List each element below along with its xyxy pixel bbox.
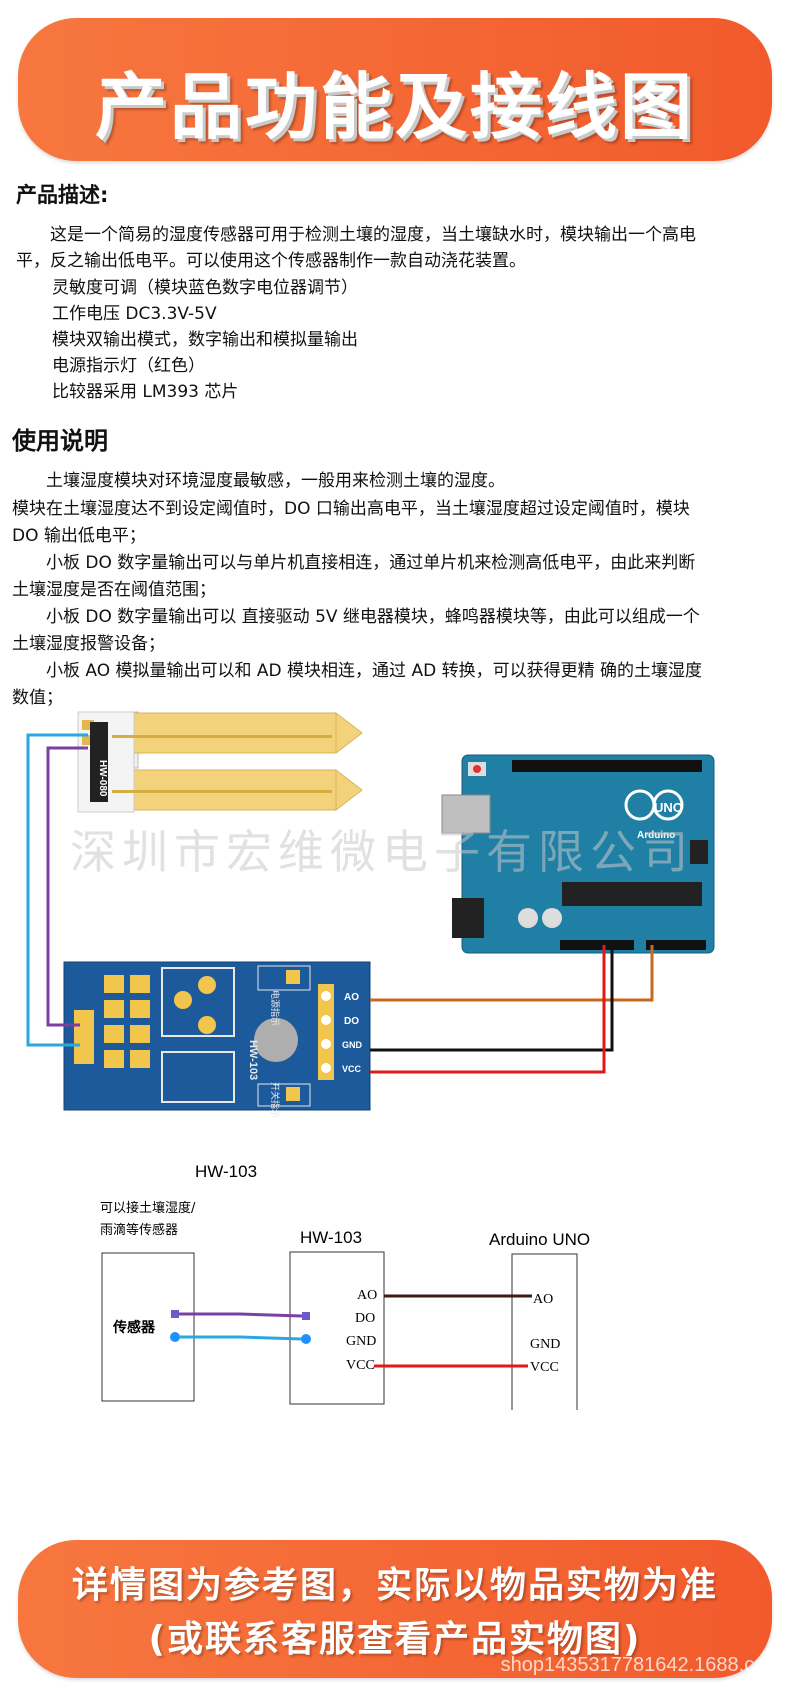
wire-ao-orange [370, 945, 654, 1002]
schematic-pin-do: DO [355, 1311, 375, 1326]
module-pin-gnd: GND [342, 1040, 363, 1050]
wiring-schematic: HW-103 可以接土壤湿度/ 雨滴等传感器 传感器 HW-103 AO DO … [100, 1162, 590, 1410]
schematic-board-pin-ao: AO [533, 1292, 553, 1307]
schematic-wire-blue [180, 1335, 303, 1341]
usage-line: 小板 DO 数字量输出可以 直接驱动 5V 继电器模块，蜂鸣器模块等，由此可以组… [46, 607, 700, 627]
usage-heading: 使用说明 [12, 426, 108, 455]
schematic-board-pin-gnd: GND [530, 1337, 560, 1352]
module-label: HW-103 [247, 1040, 259, 1080]
description-line: 电源指示灯（红色） [52, 356, 205, 376]
shop-watermark: shop1435317781642.1688.com [500, 1654, 782, 1676]
module-pin-do: DO [344, 1016, 359, 1027]
description-line: 平，反之输出低电平。可以使用这个传感器制作一款自动浇花装置。 [16, 251, 526, 271]
schematic-wire-purple [179, 1312, 303, 1318]
module-switch-text: 开关指示 [269, 1082, 281, 1118]
description-line: 这是一个简易的湿度传感器可用于检测土壤的湿度，当土壤缺水时，模块输出一个高电 [50, 225, 696, 245]
wiring-photo: HW-080 Arduino UNO [26, 711, 715, 1118]
soil-probe: HW-080 [77, 711, 363, 813]
description-line: 比较器采用 LM393 芯片 [52, 382, 239, 402]
schematic-board-title: Arduino UNO [489, 1230, 590, 1249]
usage-line: 土壤湿度是否在阈值范围； [12, 580, 216, 600]
usage-line: DO 输出低电平； [12, 526, 146, 546]
description-heading: 产品描述: [16, 183, 109, 207]
usage-line: 小板 DO 数字量输出可以与单片机直接相连，通过单片机来检测高低电平，由此来判断 [46, 553, 696, 573]
schematic-module-title: HW-103 [300, 1228, 362, 1247]
notice-line-1: 详情图为参考图，实际以物品实物为准 [71, 1565, 718, 1606]
module-pin-vcc: VCC [342, 1064, 362, 1074]
page-title: 产品功能及接线图 [94, 65, 695, 149]
wire-probe-purple [46, 746, 88, 1027]
usage-line: 小板 AO 模拟量输出可以和 AD 模块相连，通过 AD 转换，可以获得更精 确… [46, 661, 702, 681]
usage-line: 土壤湿度模块对环境湿度最敏感，一般用来检测土壤的湿度。 [46, 471, 505, 491]
schematic-pin-gnd: GND [346, 1334, 376, 1349]
wire-gnd-black [370, 945, 614, 1052]
schematic-pin-ao: AO [357, 1288, 377, 1303]
schematic-board-pin-vcc: VCC [530, 1360, 559, 1375]
usage-line: 土壤湿度报警设备； [12, 634, 165, 654]
notice-banner: 详情图为参考图，实际以物品实物为准 (或联系客服查看产品实物图) [18, 1540, 772, 1678]
arduino-board: Arduino UNO [441, 754, 715, 954]
description-line: 灵敏度可调（模块蓝色数字电位器调节） [52, 278, 358, 298]
hw103-module: HW-103 电源指示 开关指示 AO DO GND VCC [63, 961, 371, 1118]
board-model: UNO [654, 800, 683, 815]
description-line: 模块双输出模式，数字输出和模拟量输出 [52, 330, 358, 350]
sensor-box [101, 1252, 195, 1402]
schematic-pin-vcc: VCC [346, 1358, 375, 1373]
schematic-title: HW-103 [195, 1162, 257, 1181]
module-power-text: 电源指示 [269, 990, 281, 1026]
probe-label: HW-080 [97, 760, 108, 797]
usage-line: 数值； [12, 688, 63, 708]
wire-probe-blue [26, 733, 88, 1047]
module-pin-ao: AO [344, 992, 359, 1003]
company-watermark: 深圳市宏维微电子有限公司 [70, 825, 694, 879]
title-banner: 产品功能及接线图 [18, 18, 772, 161]
description-line: 工作电压 DC3.3V-5V [52, 304, 217, 324]
sensor-caption-2: 雨滴等传感器 [100, 1222, 178, 1238]
sensor-caption-1: 可以接土壤湿度/ [100, 1200, 196, 1216]
module-box [289, 1251, 385, 1405]
usage-line: 模块在土壤湿度达不到设定阈值时，DO 口输出高电平，当土壤湿度超过设定阈值时，模… [12, 499, 690, 519]
board-label: Arduino [637, 830, 675, 841]
wire-vcc-red [370, 945, 606, 1074]
sensor-label: 传感器 [112, 1319, 156, 1336]
notice-line-2: (或联系客服查看产品实物图) [148, 1619, 642, 1660]
board-box [511, 1253, 578, 1410]
